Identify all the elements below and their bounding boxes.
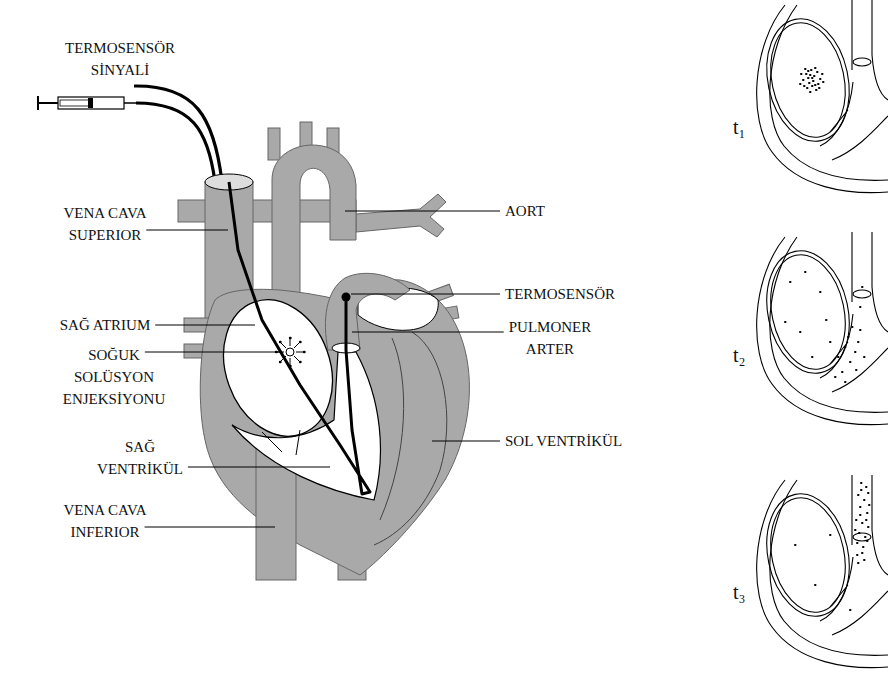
leader-line <box>145 352 282 353</box>
part-label: TERMOSENSÖR <box>505 283 665 305</box>
syringe <box>88 98 93 108</box>
syringe <box>124 102 136 104</box>
part-label: SOĞUK SOLÜSYON ENJEKSİYONU <box>55 344 173 410</box>
part-label: TERMOSENSÖR SİNYALİ <box>55 37 185 81</box>
inset-heart <box>800 68 824 92</box>
inset-heart <box>852 0 888 100</box>
part-label: SAĞ VENTRİKÜL <box>90 436 190 480</box>
inset-heart <box>757 5 888 193</box>
inset-heart <box>770 237 888 412</box>
leader-line <box>432 441 500 442</box>
inset-heart <box>756 475 888 668</box>
injection-star <box>286 348 294 356</box>
inset-heart <box>853 533 871 541</box>
catheter-cable <box>134 86 222 182</box>
part-label: PULMONER ARTER <box>505 316 595 360</box>
part-label: VENA CAVA SUPERIOR <box>45 202 165 246</box>
pulmonary-trunk <box>325 273 410 350</box>
syringe <box>58 97 124 109</box>
inset-heart <box>770 480 888 655</box>
inset-heart <box>852 475 888 575</box>
vessel <box>268 128 280 160</box>
inset-heart <box>852 232 888 332</box>
time-label: t₂ <box>733 341 773 369</box>
inset-heart <box>853 58 871 66</box>
part-label: SAĞ ATRIUM <box>45 314 165 336</box>
inset-heart <box>820 82 888 160</box>
tricuspid-valve <box>262 430 300 455</box>
inset-heart <box>785 272 865 382</box>
inset-heart <box>756 232 888 425</box>
thermosensor <box>342 293 351 302</box>
inset-heart <box>770 5 888 180</box>
leader-line <box>352 332 504 333</box>
inset-heart <box>757 237 888 425</box>
inset-heart <box>820 557 888 635</box>
leader-lines <box>145 211 504 527</box>
left-ventricle <box>374 332 447 545</box>
inset-heart <box>756 243 860 381</box>
catheter-cable <box>134 86 222 182</box>
inset-heart <box>820 314 888 392</box>
leader-line <box>155 325 255 326</box>
inset-heart <box>756 11 860 149</box>
leader-line <box>145 527 275 528</box>
vessel <box>356 194 446 237</box>
inset-heart <box>757 480 888 668</box>
left-ventricle <box>380 338 404 520</box>
part-label: VENA CAVA INFERIOR <box>45 499 165 543</box>
syringe <box>60 100 90 106</box>
leader-line <box>351 294 500 295</box>
catheter-cable <box>136 103 215 182</box>
heart <box>178 122 469 580</box>
part-label: AORT <box>505 200 655 222</box>
time-label: t₁ <box>733 113 773 141</box>
syringe <box>38 96 136 110</box>
inset-heart <box>853 290 871 298</box>
inset-heart <box>795 483 870 610</box>
time-label: t₃ <box>733 578 773 606</box>
leader-line <box>345 211 500 212</box>
leader-line <box>188 467 330 468</box>
catheter <box>229 182 370 494</box>
leader-line <box>146 230 228 231</box>
part-label: SOL VENTRİKÜL <box>505 430 665 452</box>
inset-heart <box>756 486 860 624</box>
inset-heart <box>756 0 888 193</box>
